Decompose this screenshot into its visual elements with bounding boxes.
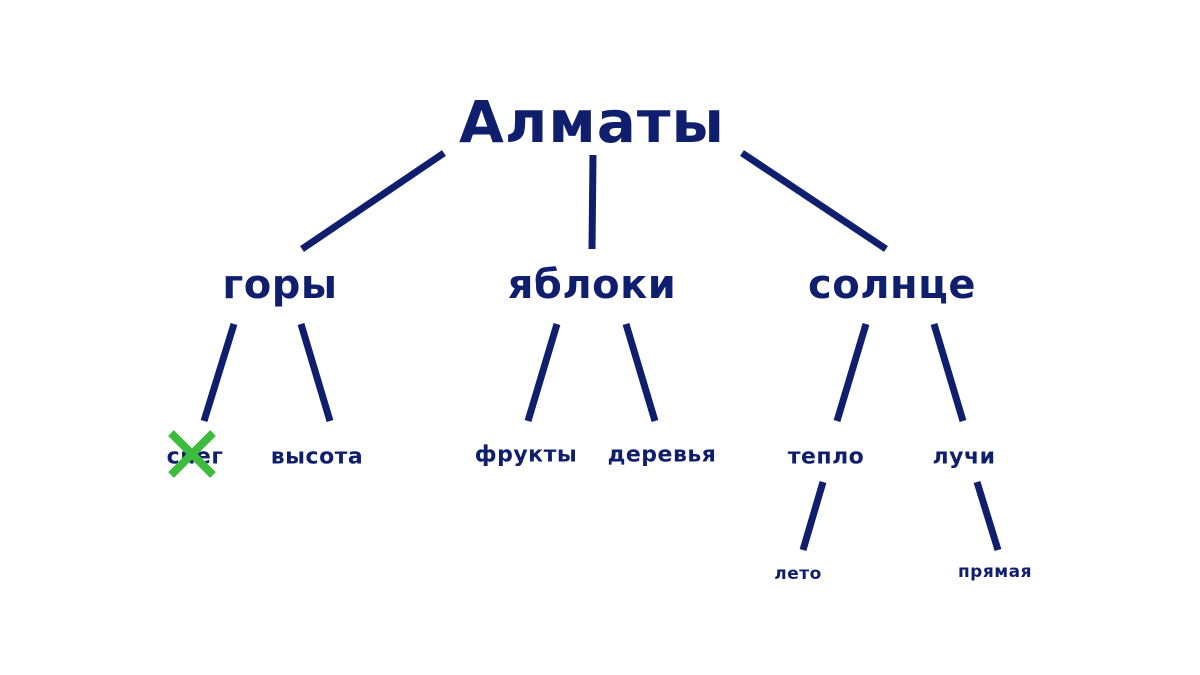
- link-root-yabloki: [588, 154, 597, 250]
- x-mark-icon: [168, 430, 216, 478]
- leaf-node-teplo: тепло: [787, 444, 865, 470]
- link-gory-sneg: [200, 322, 238, 423]
- link-yabloki-frukty: [524, 322, 561, 423]
- leaf-node-pryamaya: прямая: [957, 562, 1033, 582]
- link-root-solntse: [740, 150, 888, 252]
- link-teplo-leto: [799, 481, 827, 551]
- branch-node-solntse: солнце: [808, 262, 976, 308]
- leaf-node-derevya: деревья: [607, 442, 717, 468]
- leaf-node-leto: лето: [774, 564, 822, 584]
- leaf-node-luchi: лучи: [932, 444, 996, 470]
- link-gory-vysota: [297, 322, 334, 423]
- leaf-node-vysota: высота: [270, 444, 364, 470]
- link-luchi-pryamaya: [973, 480, 1002, 552]
- link-yabloki-derevya: [622, 322, 659, 423]
- link-solntse-luchi: [930, 322, 967, 423]
- root-node: Алматы: [459, 88, 725, 156]
- leaf-node-frukty: фрукты: [474, 442, 578, 468]
- link-solntse-teplo: [833, 322, 870, 423]
- branch-node-yabloki: яблоки: [507, 262, 677, 308]
- branch-node-gory: горы: [222, 262, 338, 308]
- link-root-gory: [300, 150, 446, 252]
